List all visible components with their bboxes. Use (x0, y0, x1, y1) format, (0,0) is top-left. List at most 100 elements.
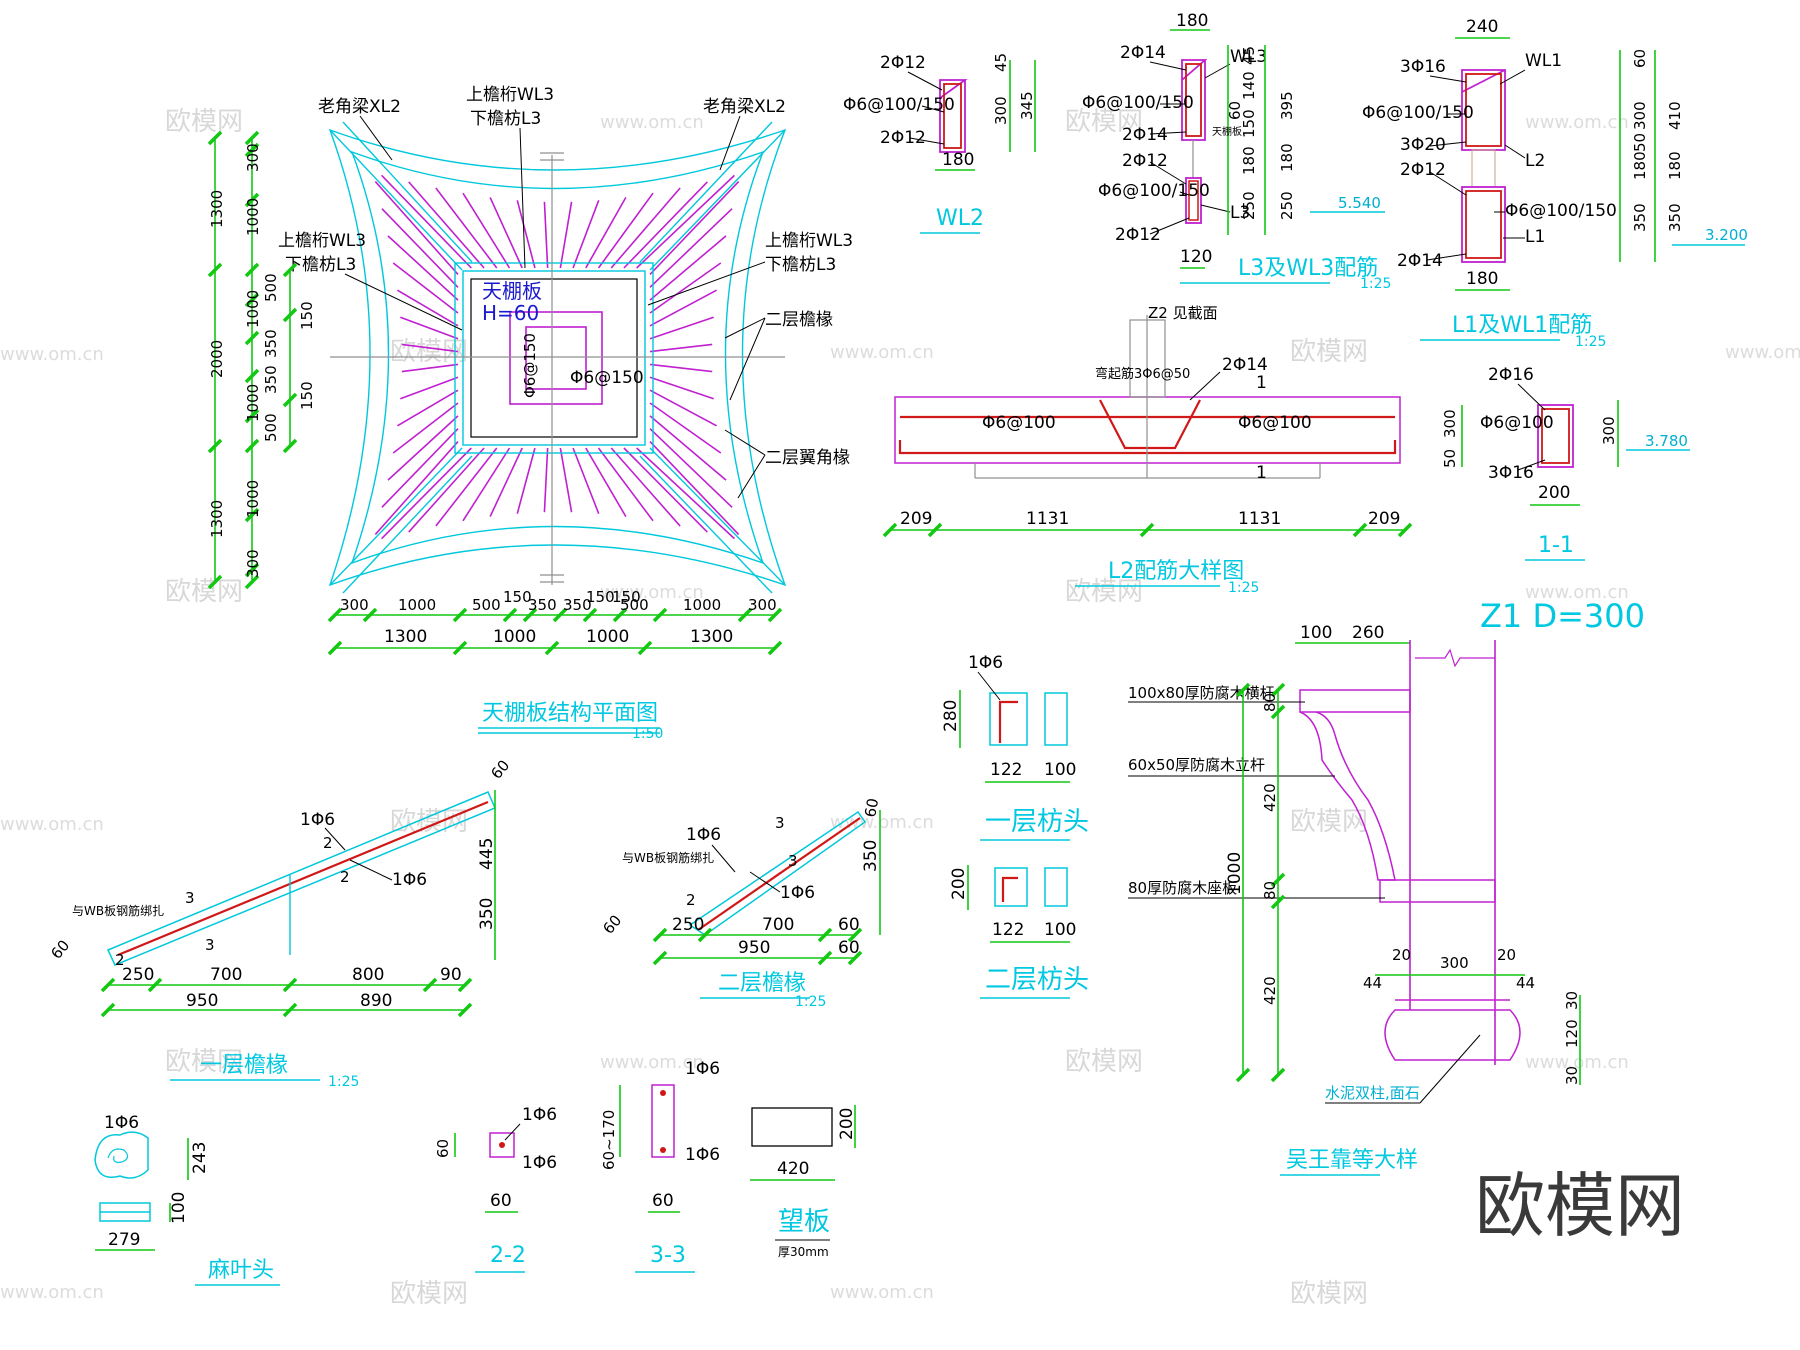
rafter (516, 200, 536, 269)
leader-line (977, 671, 1001, 701)
sec33-bar (660, 1090, 666, 1096)
dim-label: 180 (1278, 143, 1296, 172)
scale-label: 1:25 (1360, 276, 1391, 292)
z1-detail: Z1 D=300 100 260 100x80厚防腐木横杆 60x50厚防腐木立… (1128, 597, 1645, 1176)
dim-tick (767, 607, 783, 623)
top-purlin-label: 上檐桁WL3 (466, 85, 554, 105)
rebar-label: 1Φ6 (300, 810, 335, 830)
dim-label: 60 (838, 915, 860, 935)
wl1-outline (1461, 69, 1506, 151)
region-mark: 3 (205, 936, 215, 954)
region-mark: 3 (788, 852, 798, 870)
rafter (649, 415, 727, 481)
dim-label: 1000 (398, 596, 436, 614)
brand-logo: 欧模网 (1475, 1165, 1685, 1247)
dim-label: 50 (1631, 133, 1649, 152)
region-mark: 2 (323, 834, 333, 852)
leader-line (1499, 69, 1526, 85)
watermark: 欧模网 (1065, 107, 1143, 137)
rafter (381, 447, 472, 540)
dim-label: 90 (440, 965, 462, 985)
dim-tick (244, 192, 260, 208)
dim-label: 200 (949, 868, 969, 900)
dim-tick (207, 438, 223, 454)
dim-label: 800 (352, 965, 384, 985)
rafter (623, 447, 708, 533)
leader-line (1200, 204, 1231, 213)
dim-tick (652, 607, 668, 623)
rebar-label: Φ6@100 (1480, 413, 1554, 433)
slab-label: 天棚板 (482, 279, 542, 303)
rafter (572, 447, 600, 514)
dim-label: 345 (1018, 91, 1036, 120)
dim-label: 60~170 (600, 1110, 618, 1170)
rebar-label: 1Φ6 (522, 1105, 557, 1125)
dim-tick (452, 607, 468, 623)
tag-label: 60 (487, 756, 513, 782)
dim-tick (422, 977, 438, 993)
rafter (392, 402, 459, 454)
top-tie-label: 下檐枋L3 (470, 109, 541, 129)
corner-beam-line (639, 121, 773, 263)
tag-label: WL3 (1230, 47, 1267, 67)
watermark-url: www.om.cn (600, 112, 704, 133)
rebar-label: 2Φ12 (1115, 225, 1161, 245)
section-title: 1-1 (1538, 533, 1574, 558)
dim-label: 2000 (208, 340, 226, 378)
rafter (489, 447, 523, 517)
leader-line (724, 317, 766, 339)
leader-line (647, 261, 766, 306)
rebar-label: 2Φ12 (880, 128, 926, 148)
section-title: L2配筋大样图 (1108, 559, 1244, 584)
rafter (559, 201, 573, 269)
dim-label: 122 (990, 760, 1022, 780)
plan-left-dims: 1300 2000 1300 300 1000 1000 500 350 350… (207, 130, 316, 590)
dim-tick (737, 607, 753, 623)
sec33-bar (660, 1147, 666, 1153)
dim-tick (817, 927, 833, 943)
watermark: 欧模网 (165, 577, 243, 607)
dim-label: 1131 (1026, 509, 1069, 529)
rebar-label: Φ6@100/150 (843, 95, 955, 115)
dim-label: 140 (1240, 71, 1258, 100)
dim-tick (652, 950, 668, 966)
corner-beam-line (649, 129, 786, 271)
rafter-bar (697, 817, 861, 931)
watermark-url: www.om.cn (830, 1282, 934, 1303)
watermark: 欧模网 (1290, 1279, 1368, 1309)
rafter (408, 181, 485, 269)
l2-bent-bar (1099, 399, 1201, 450)
dim-label: 260 (1352, 623, 1384, 643)
rebar-label: 1Φ6 (392, 870, 427, 890)
dim-tick (1235, 682, 1251, 698)
mayetou-profile (94, 1131, 149, 1179)
dim-label: 44 (1516, 974, 1535, 992)
stirrup-label: Φ6@100 (982, 413, 1056, 433)
rafter (489, 197, 523, 269)
rafter (636, 447, 735, 540)
dim-label: 150 (612, 588, 641, 606)
fang-bar (998, 700, 1018, 743)
leader-line (907, 71, 943, 91)
rebar-label: 2Φ12 (880, 53, 926, 73)
watermark-url: www.om.cn (0, 344, 104, 365)
dim-label: 1000 (244, 384, 262, 422)
rafter (649, 208, 733, 288)
leader-line (1149, 61, 1187, 71)
dim-tick (327, 607, 343, 623)
dim-tick (244, 262, 260, 278)
dim-label: 240 (1466, 17, 1498, 37)
dim-label: 350 (861, 840, 881, 872)
dim-label: 1000 (244, 480, 262, 518)
dim-label: 300 (340, 596, 369, 614)
rebar-label: 2Φ14 (1222, 355, 1268, 375)
dim-label: 20 (1497, 946, 1516, 964)
wl3-outline (1181, 59, 1208, 141)
fang-bar (1001, 876, 1018, 902)
dim-tick (244, 574, 260, 590)
dim-label: 250 (1278, 191, 1296, 220)
rail-label: 100x80厚防腐木横杆 (1128, 684, 1275, 702)
dim-label: 200 (1538, 483, 1570, 503)
dim-tick (1397, 522, 1413, 538)
dim-label: 60 (1631, 49, 1649, 68)
